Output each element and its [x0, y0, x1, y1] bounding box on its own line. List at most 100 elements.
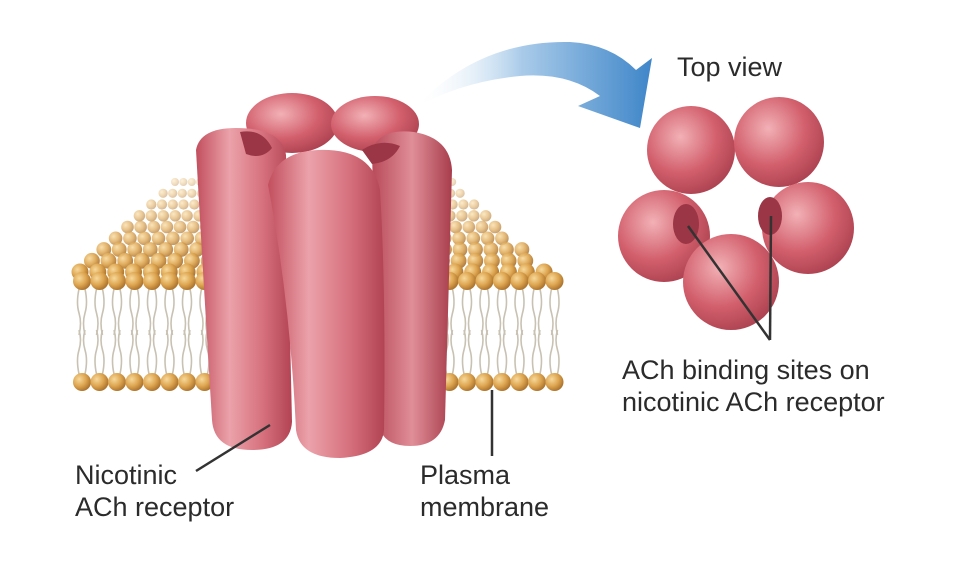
lipid-head-lower	[493, 373, 511, 391]
lipid-head-back	[186, 220, 200, 234]
top-view-subunit-2	[734, 97, 824, 187]
lipid-head-back	[146, 199, 157, 210]
lipid-head-back	[189, 199, 200, 210]
lipid-tail-lower	[82, 329, 88, 375]
lipid-head-back	[147, 220, 161, 234]
lipid-tail-lower	[170, 329, 175, 375]
lipid-head-back	[121, 220, 134, 234]
lipid-head-back	[455, 188, 465, 198]
lipid-head-lower	[545, 373, 564, 391]
lipid-tail-upper	[146, 288, 152, 336]
lipid-tail-lower	[531, 329, 537, 375]
lipid-head-back	[127, 242, 143, 257]
lipid-head-upper	[178, 272, 196, 290]
lipid-head-upper	[475, 272, 494, 290]
nicotinic-ach-receptor-side-view	[196, 93, 452, 458]
lipid-head-back	[123, 231, 137, 246]
leader-line-binding-right	[768, 215, 773, 341]
lipid-head-back	[488, 220, 502, 234]
binding-pocket-left	[240, 131, 272, 156]
lipid-tail-upper	[496, 288, 502, 336]
lipid-head-back	[458, 199, 469, 210]
lipid-tail-upper	[537, 288, 543, 336]
lipid-tail-upper	[94, 288, 99, 336]
lipid-head-back	[475, 220, 489, 234]
lipid-head-back	[483, 242, 499, 257]
lipid-head-back	[468, 242, 483, 257]
top-view-subunit-1	[647, 106, 735, 194]
lipid-tail-upper	[461, 288, 467, 336]
lipid-head-lower	[73, 373, 91, 391]
lipid-head-upper	[160, 272, 179, 290]
lipid-tail-upper	[479, 288, 484, 336]
lipid-head-upper	[73, 272, 91, 290]
receptor-top-view	[618, 97, 854, 330]
receptor-subunit-front	[268, 149, 385, 458]
lipid-tail-lower	[94, 329, 99, 375]
lipid-head-back	[134, 252, 150, 269]
lipid-tail-lower	[496, 329, 502, 375]
receptor-label: Nicotinic ACh receptor	[75, 460, 235, 522]
lipid-tail-upper	[82, 288, 88, 336]
lipid-tail-lower	[502, 329, 508, 375]
lipid-head-back	[178, 199, 189, 210]
lipid-head-back	[469, 199, 480, 210]
lipid-tail-upper	[485, 288, 490, 336]
binding-pocket-right	[362, 142, 400, 164]
lipid-tail-lower	[461, 329, 467, 375]
lipid-tail-upper	[100, 288, 105, 336]
lipid-tail-lower	[199, 329, 204, 375]
lipid-tail-lower	[100, 329, 105, 375]
lipid-head-back	[111, 242, 127, 257]
lipid-head-back	[145, 210, 157, 222]
lipid-head-lower	[125, 373, 144, 391]
lipid-head-upper	[143, 272, 161, 290]
lipid-tail-upper	[164, 288, 169, 336]
lipid-head-lower	[160, 373, 179, 391]
lipid-head-back	[151, 231, 166, 246]
lipid-head-back	[181, 210, 193, 222]
lipid-head-back	[137, 231, 151, 246]
lipid-tail-upper	[135, 288, 140, 336]
lipid-tail-upper	[152, 288, 158, 336]
leader-line-binding-left	[686, 225, 772, 341]
lipid-tail-lower	[549, 329, 554, 375]
lipid-head-back	[168, 188, 178, 198]
lipid-tail-lower	[164, 329, 169, 375]
lipid-tail-lower	[76, 329, 82, 375]
lipid-head-upper	[528, 272, 546, 290]
top-view-subunit-3	[762, 182, 854, 274]
lipid-head-back	[187, 178, 196, 186]
lipid-head-back	[462, 220, 476, 234]
lipid-head-lower	[528, 373, 546, 391]
lipid-tail-lower	[135, 329, 140, 375]
lipid-head-upper	[90, 272, 109, 290]
lipid-head-back	[468, 210, 480, 222]
lipid-head-back	[134, 220, 147, 234]
lipid-tail-lower	[181, 329, 187, 375]
lipid-tail-lower	[537, 329, 543, 375]
receptor-subunit-right	[372, 131, 452, 446]
top-view-label: Top view	[677, 52, 783, 82]
lipid-tail-lower	[485, 329, 490, 375]
lipid-head-back	[452, 231, 466, 246]
lipid-head-upper	[510, 272, 529, 290]
lipid-head-lower	[195, 373, 214, 391]
top-view-subunit-5	[683, 234, 779, 330]
lipid-tail-lower	[187, 329, 193, 375]
lipid-head-back	[449, 220, 462, 234]
lipid-head-back	[180, 231, 194, 246]
lipid-head-back	[173, 220, 187, 234]
lipid-head-upper	[108, 272, 126, 290]
lipid-tail-lower	[555, 329, 560, 375]
leader-line-receptor	[195, 423, 271, 473]
lipid-tail-upper	[117, 288, 123, 336]
lipid-head-back	[133, 210, 146, 222]
lipid-head-back	[167, 199, 178, 210]
lipid-head-back	[166, 231, 180, 246]
lipid-head-back	[179, 178, 188, 186]
lipid-head-back	[157, 210, 169, 222]
lipid-head-back	[158, 242, 174, 257]
receptor-subunit-left	[196, 128, 292, 450]
